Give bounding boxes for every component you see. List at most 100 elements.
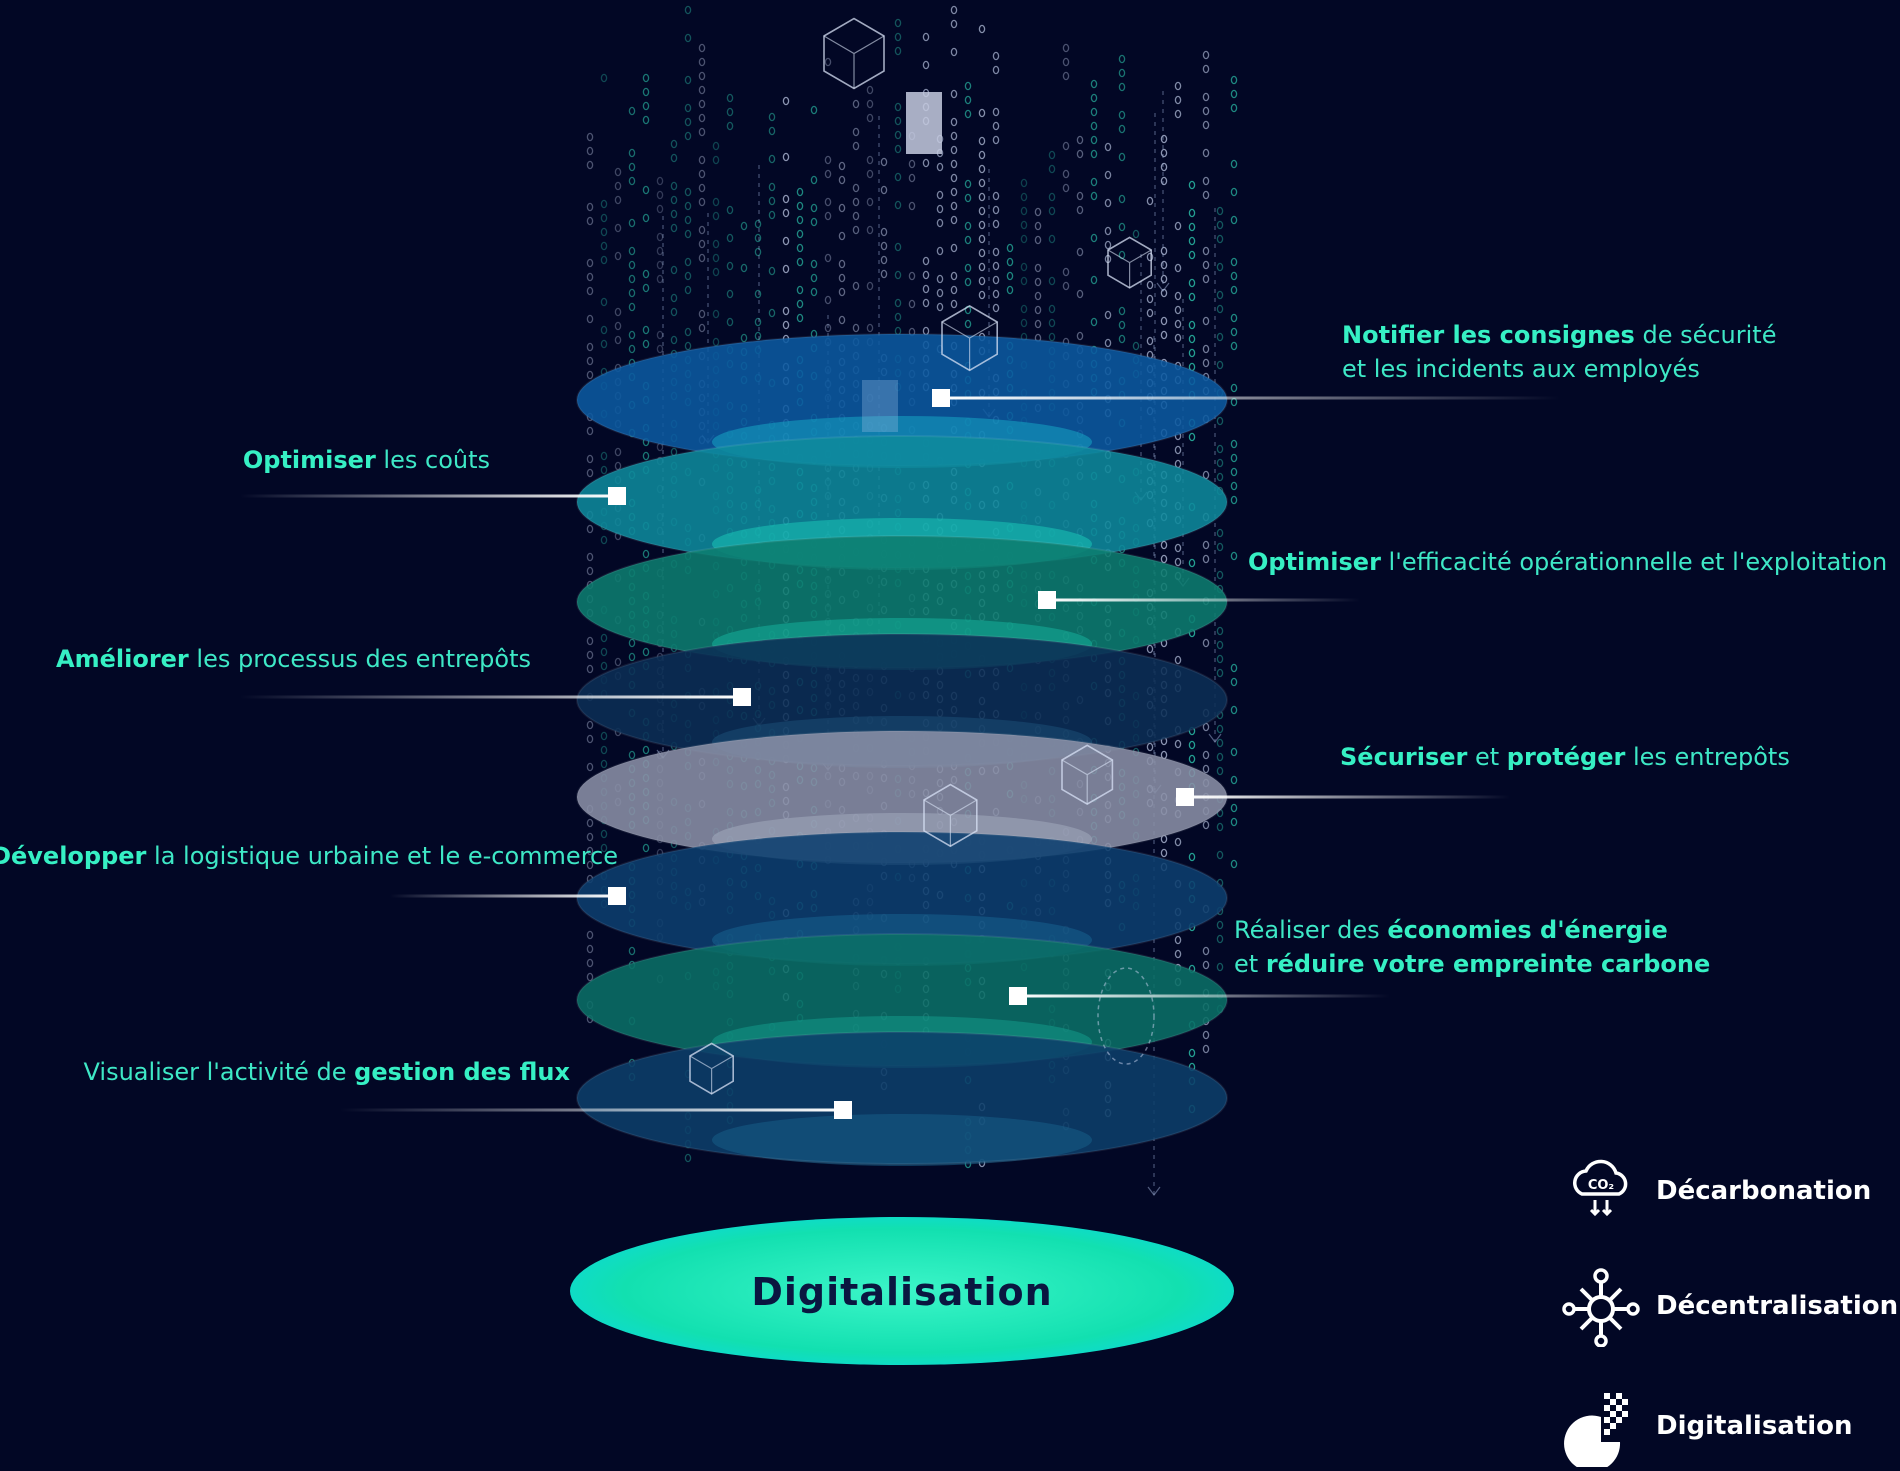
stream-zero [978,276,986,286]
connector-line [340,1108,843,1112]
stream-zero [698,309,706,319]
stream-zero [1202,750,1210,760]
stream-zero [754,331,762,341]
stream-zero [586,664,594,674]
stream-zero [992,65,1000,75]
stream-zero [1188,208,1196,218]
stream-zero [586,972,594,982]
stream-zero [698,169,706,179]
stream-zero [726,233,734,243]
stream-zero [768,112,776,122]
stream-zero [1188,432,1196,442]
callout-emphasis: Développer [0,842,147,870]
stream-zero [1146,644,1154,654]
stream-zero [950,47,958,57]
stream-zero [1216,458,1224,468]
stream-zero [586,958,594,968]
stream-zero [1216,206,1224,216]
stream-zero [1202,722,1210,732]
stream-zero [1104,170,1112,180]
stream-zero [782,320,790,330]
stream-zero [1062,281,1070,291]
stream-zero [1174,263,1182,273]
stream-zero [908,201,916,211]
center-label: Digitalisation [751,1270,1053,1314]
stream-zero [1174,543,1182,553]
stream-zero [754,233,762,243]
stream-zero [880,185,888,195]
stream-zero [1076,289,1084,299]
stream-zero [838,231,846,241]
stream-zero [600,745,608,755]
stream-zero [698,113,706,123]
stream-zero [614,657,622,667]
stream-zero [950,19,958,29]
cube-edges [689,1055,734,1094]
connector-square [733,688,751,706]
legend-label: Décentralisation [1656,1291,1899,1321]
stream-zero [992,303,1000,313]
stream-zero [1202,764,1210,774]
stream-zero [978,234,986,244]
stream-zero [1034,221,1042,231]
stream-zero [1202,190,1210,200]
connector-line [390,894,617,898]
connector-line [240,494,617,498]
stream-zero [978,136,986,146]
stream-zero [978,150,986,160]
stream-zero [726,121,734,131]
stream-zero [656,190,664,200]
stream-zero [754,289,762,299]
callout-line: Sécuriser et protéger les entrepôts [1340,740,1790,774]
stream-zero [754,317,762,327]
stream-zero [600,297,608,307]
stream-zero [908,159,916,169]
stream-zero [614,223,622,233]
stream-zero [586,216,594,226]
stream-zero [852,281,860,291]
callout-optimiser-efficacite: Optimiser l'efficacité opérationnelle et… [1248,545,1887,579]
stream-zero [866,225,874,235]
stream-zero [1090,93,1098,103]
stream-zero [796,299,804,309]
stream-zero [1202,148,1210,158]
stream-zero [1230,467,1238,477]
stream-zero [600,759,608,769]
stream-zero [1020,262,1028,272]
stream-zero [964,263,972,273]
stream-zero [1216,654,1224,664]
stream-zero [978,164,986,174]
stream-zero [768,182,776,192]
stream-zero [936,274,944,284]
stream-zero [1034,235,1042,245]
stream-zero [1202,92,1210,102]
stream-zero [866,99,874,109]
stream-zero [782,236,790,246]
cube-outline [1107,236,1152,289]
stream-zero [642,843,650,853]
connector-line [1018,994,1390,998]
stream-zero [670,209,678,219]
stream-zero [1230,747,1238,757]
stream-zero [978,248,986,258]
stream-zero [936,162,944,172]
stream-zero [1146,308,1154,318]
stream-zero [656,204,664,214]
stream-zero [894,298,902,308]
stream-zero [1188,1048,1196,1058]
stream-zero [894,242,902,252]
callout-line: et réduire votre empreinte carbone [1234,947,1710,981]
stream-zero [1174,109,1182,119]
stream-zero [796,243,804,253]
cube-outline [689,1042,734,1095]
stream-zero [656,260,664,270]
callout-ameliorer: Améliorer les processus des entrepôts [56,642,531,676]
stream-zero [586,202,594,212]
stream-zero [698,85,706,95]
connector-line [1047,598,1360,602]
stream-zero [768,126,776,136]
stream-zero [712,155,720,165]
stream-zero [642,101,650,111]
stream-zero [1020,276,1028,286]
